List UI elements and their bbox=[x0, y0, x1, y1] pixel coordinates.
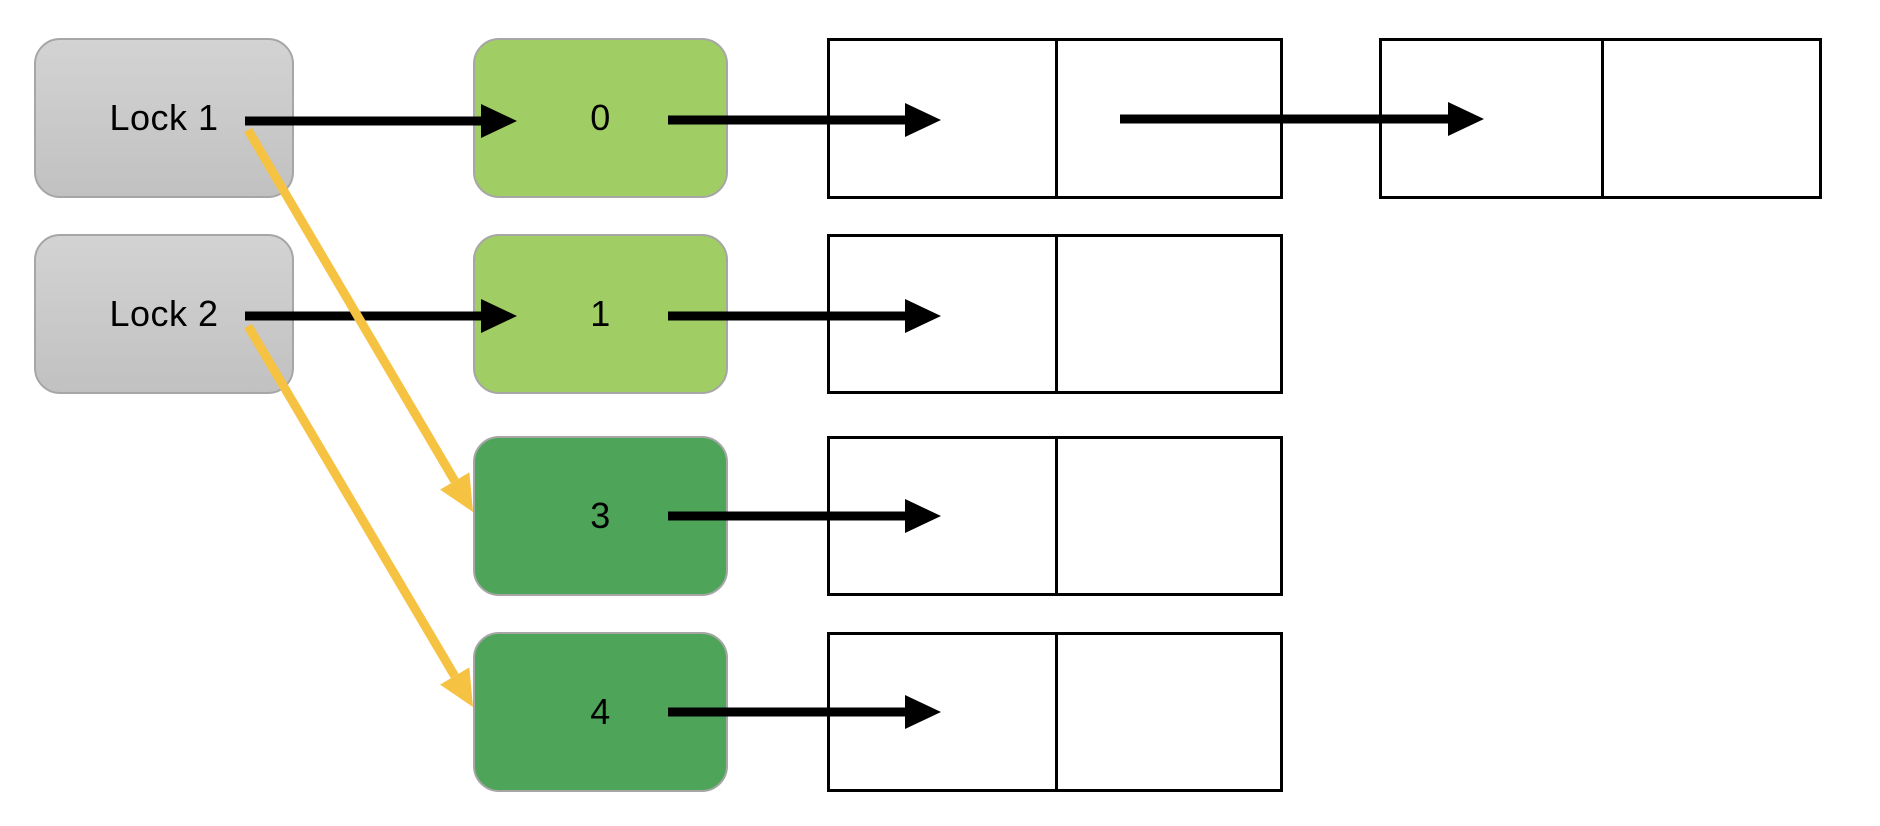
lock-2-label: Lock 2 bbox=[109, 293, 219, 334]
node-cell-right bbox=[1055, 41, 1280, 196]
bucket-3-label: 3 bbox=[590, 495, 611, 536]
list-node-row0-second bbox=[1379, 38, 1822, 199]
node-cell-left bbox=[830, 439, 1055, 593]
list-node-row3 bbox=[827, 632, 1283, 792]
lock-1-label: Lock 1 bbox=[109, 97, 219, 138]
node-cell-right bbox=[1600, 41, 1820, 196]
bucket-1-label: 1 bbox=[590, 293, 611, 334]
node-cell-left bbox=[830, 635, 1055, 789]
bucket-0-label: 0 bbox=[590, 97, 611, 138]
list-node-row2 bbox=[827, 436, 1283, 596]
bucket-1-box: 1 bbox=[473, 234, 728, 394]
lock-2-box: Lock 2 bbox=[34, 234, 294, 394]
bucket-4-box: 4 bbox=[473, 632, 728, 792]
node-cell-left bbox=[830, 237, 1055, 391]
node-cell-right bbox=[1055, 439, 1280, 593]
list-node-row0-first bbox=[827, 38, 1283, 199]
node-cell-right bbox=[1055, 237, 1280, 391]
node-cell-left bbox=[830, 41, 1055, 196]
bucket-0-box: 0 bbox=[473, 38, 728, 198]
bucket-4-label: 4 bbox=[590, 691, 611, 732]
bucket-3-box: 3 bbox=[473, 436, 728, 596]
lock-1-box: Lock 1 bbox=[34, 38, 294, 198]
node-cell-left bbox=[1382, 41, 1601, 196]
list-node-row1 bbox=[827, 234, 1283, 394]
node-cell-right bbox=[1055, 635, 1280, 789]
